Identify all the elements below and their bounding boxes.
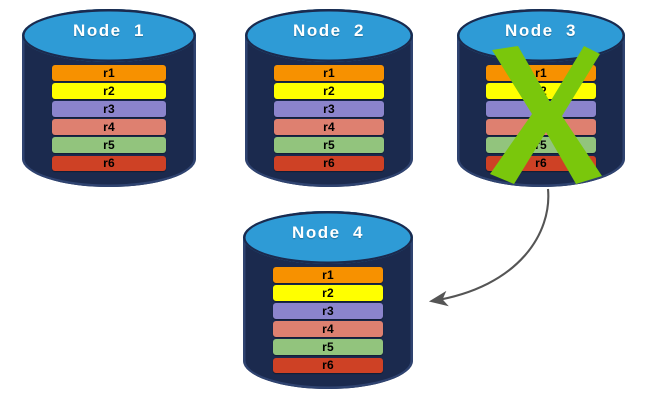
node-1-row-r1[interactable]: r1	[52, 65, 166, 81]
node-1-row-r3[interactable]: r3	[52, 101, 166, 117]
record-label: r4	[535, 120, 547, 135]
record-label: r6	[323, 156, 335, 171]
node-2-record-list: r1 r2 r3 r4 r5 r6	[274, 65, 384, 171]
record-label: r3	[322, 303, 334, 318]
record-label: r1	[535, 65, 547, 80]
node-4-row-r2[interactable]: r2	[272, 285, 384, 301]
record-label: r3	[535, 101, 547, 116]
record-label: r5	[535, 138, 547, 153]
node-4-row-r3[interactable]: r3	[272, 303, 384, 319]
record-label: r4	[323, 120, 335, 135]
node-2-row-r6[interactable]: r6	[274, 155, 384, 171]
node-2-row-r3[interactable]: r3	[274, 101, 384, 117]
node-4-row-r1[interactable]: r1	[272, 267, 384, 283]
node-3-record-list: r1 r2 r3 r4 r5 r6	[486, 65, 596, 171]
node-2-row-r2[interactable]: r2	[274, 83, 384, 99]
node-4-row-r4[interactable]: r4	[272, 321, 384, 337]
node-3-cylinder-top	[457, 9, 625, 63]
record-label: r2	[322, 285, 334, 300]
node-2-cylinder-top	[245, 9, 413, 63]
node-1-row-r4[interactable]: r4	[52, 119, 166, 135]
record-label: r4	[103, 120, 115, 135]
node-3-row-r5[interactable]: r5	[486, 137, 596, 153]
node-4-row-r5[interactable]: r5	[272, 339, 384, 355]
record-label: r4	[322, 322, 334, 337]
node-4-cylinder-top	[243, 211, 413, 265]
node-2-row-r4[interactable]: r4	[274, 119, 384, 135]
record-label: r3	[103, 101, 115, 116]
node-3-row-r2[interactable]: r2	[486, 83, 596, 99]
node-4[interactable]: Node 4 r1 r2 r3 r4 r5 r6	[243, 211, 413, 389]
record-label: r6	[103, 156, 115, 171]
record-label: r1	[323, 65, 335, 80]
node-4-record-list: r1 r2 r3 r4 r5 r6	[272, 267, 384, 373]
node-2-row-r5[interactable]: r5	[274, 137, 384, 153]
record-label: r1	[322, 267, 334, 282]
record-label: r5	[322, 340, 334, 355]
record-label: r1	[103, 65, 115, 80]
node-3-row-r6[interactable]: r6	[486, 155, 596, 171]
record-label: r5	[103, 138, 115, 153]
node-1-row-r5[interactable]: r5	[52, 137, 166, 153]
node-4-row-r6[interactable]: r6	[272, 357, 384, 373]
node-1-row-r2[interactable]: r2	[52, 83, 166, 99]
node-3-row-r3[interactable]: r3	[486, 101, 596, 117]
node-3[interactable]: Node 3 r1 r2 r3 r4 r5 r6	[457, 9, 625, 187]
record-label: r2	[103, 83, 115, 98]
record-label: r6	[535, 156, 547, 171]
node-3-row-r1[interactable]: r1	[486, 65, 596, 81]
node-2-row-r1[interactable]: r1	[274, 65, 384, 81]
record-label: r2	[323, 83, 335, 98]
record-label: r2	[535, 83, 547, 98]
record-label: r5	[323, 138, 335, 153]
node-1-record-list: r1 r2 r3 r4 r5 r6	[52, 65, 166, 171]
node-2[interactable]: Node 2 r1 r2 r3 r4 r5 r6	[245, 9, 413, 187]
node-1-cylinder-top	[22, 9, 196, 63]
record-label: r3	[323, 101, 335, 116]
node-3-row-r4[interactable]: r4	[486, 119, 596, 135]
node-1[interactable]: Node 1 r1 r2 r3 r4 r5 r6	[22, 9, 196, 187]
node-1-row-r6[interactable]: r6	[52, 155, 166, 171]
record-label: r6	[322, 358, 334, 373]
